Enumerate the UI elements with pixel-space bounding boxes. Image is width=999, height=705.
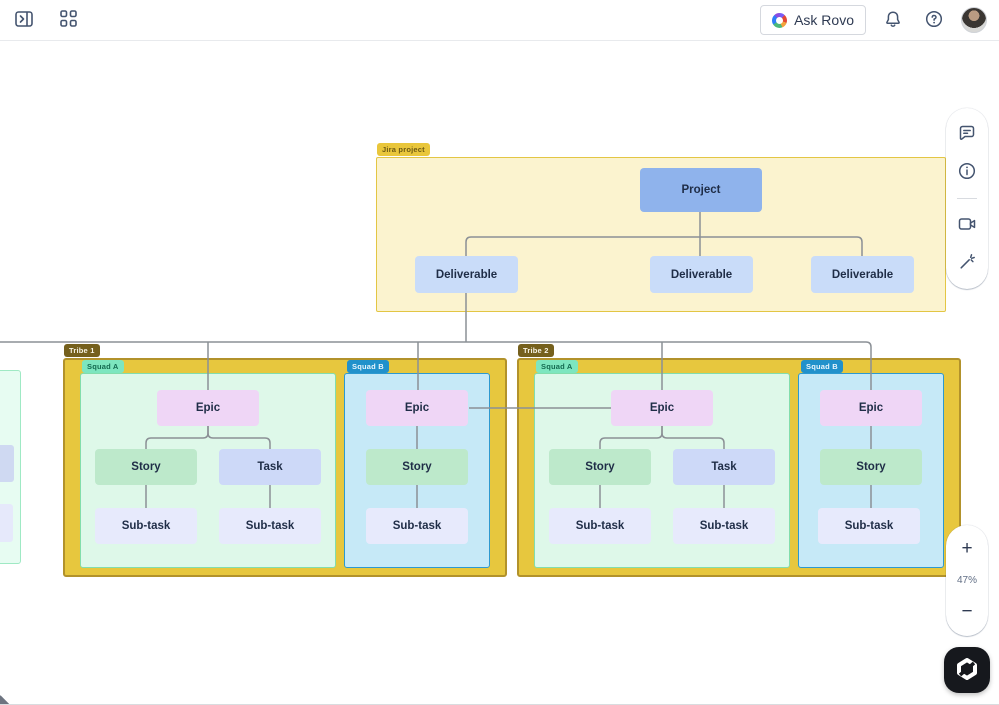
cutoff-task-node[interactable]: [0, 445, 14, 482]
app-brand-button[interactable]: [944, 647, 990, 693]
tribe2-squad-a-epic[interactable]: Epic: [611, 390, 713, 426]
help-icon: [925, 10, 943, 31]
user-avatar[interactable]: [961, 7, 987, 33]
tribe2-squad-a-subtask-1[interactable]: Sub-task: [549, 508, 651, 544]
tribe1-squad-a-task[interactable]: Task: [219, 449, 321, 485]
info-button[interactable]: [951, 156, 983, 188]
whiteboard-app-logo-icon: [956, 657, 978, 683]
tribe2-squad-b-story[interactable]: Story: [820, 449, 922, 485]
rovo-logo-icon: [772, 12, 788, 28]
panel-toggle-button[interactable]: [10, 6, 38, 34]
tribe1-squad-a-subtask-2[interactable]: Sub-task: [219, 508, 321, 544]
tribe2-squad-b-epic[interactable]: Epic: [820, 390, 922, 426]
topbar: Ask Rovo: [0, 0, 999, 41]
tribe1-squad-b-label[interactable]: Squad B: [347, 360, 389, 373]
cutoff-subtask-node[interactable]: [0, 504, 13, 542]
deliverable-node-2[interactable]: Deliverable: [650, 256, 753, 293]
app-switcher-icon: [59, 10, 77, 30]
zoom-controls: + 47% −: [946, 525, 988, 636]
zoom-out-button[interactable]: −: [951, 596, 983, 628]
topbar-right: Ask Rovo: [760, 5, 999, 35]
tribe1-squad-b-epic[interactable]: Epic: [366, 390, 468, 426]
panel-toggle-icon: [15, 10, 33, 30]
tribe2-squad-b-label[interactable]: Squad B: [801, 360, 843, 373]
zoom-level[interactable]: 47%: [956, 575, 977, 586]
tribe2-squad-a-label[interactable]: Squad A: [536, 360, 578, 373]
magic-wand-icon: [958, 253, 976, 274]
help-button[interactable]: [920, 6, 948, 34]
notifications-button[interactable]: [879, 6, 907, 34]
tribe1-frame-label[interactable]: Tribe 1: [64, 344, 100, 357]
bell-icon: [884, 10, 902, 31]
side-toolbar: [946, 108, 988, 289]
zoom-in-button[interactable]: +: [951, 533, 983, 565]
record-video-button[interactable]: [951, 209, 983, 241]
comments-button[interactable]: [951, 118, 983, 150]
tribe2-squad-a-story[interactable]: Story: [549, 449, 651, 485]
deliverable-node-1[interactable]: Deliverable: [415, 256, 518, 293]
topbar-left: [0, 6, 82, 34]
tribe2-squad-a-subtask-2[interactable]: Sub-task: [673, 508, 775, 544]
tribe2-squad-b-subtask[interactable]: Sub-task: [818, 508, 920, 544]
project-node[interactable]: Project: [640, 168, 762, 212]
tribe1-squad-a-subtask-1[interactable]: Sub-task: [95, 508, 197, 544]
tribe1-squad-b-subtask[interactable]: Sub-task: [366, 508, 468, 544]
deliverable-node-3[interactable]: Deliverable: [811, 256, 914, 293]
tribe1-squad-b-story[interactable]: Story: [366, 449, 468, 485]
magic-wand-button[interactable]: [951, 247, 983, 279]
ask-rovo-button[interactable]: Ask Rovo: [760, 5, 866, 35]
jira-project-frame-label[interactable]: Jira project: [377, 143, 430, 156]
tribe2-frame-label[interactable]: Tribe 2: [518, 344, 554, 357]
info-icon: [958, 162, 976, 183]
app-switcher-button[interactable]: [54, 6, 82, 34]
comments-icon: [958, 124, 976, 145]
whiteboard-canvas[interactable]: Jira project Project Deliverable Deliver…: [0, 41, 999, 705]
tribe1-squad-a-label[interactable]: Squad A: [82, 360, 124, 373]
toolbar-divider: [957, 198, 977, 199]
tribe1-squad-a-story[interactable]: Story: [95, 449, 197, 485]
tribe2-squad-a-task[interactable]: Task: [673, 449, 775, 485]
ask-rovo-label: Ask Rovo: [794, 12, 854, 28]
tribe1-squad-a-epic[interactable]: Epic: [157, 390, 259, 426]
record-video-icon: [958, 216, 977, 235]
